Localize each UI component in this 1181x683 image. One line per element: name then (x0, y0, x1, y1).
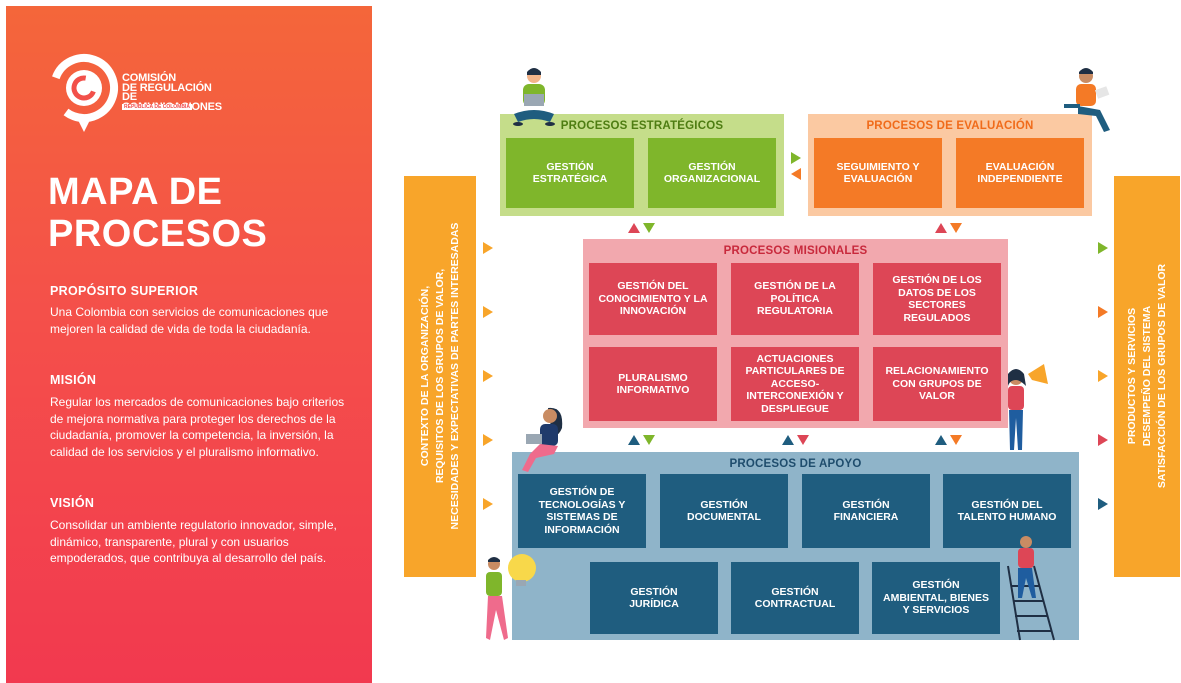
info-panel: COMISIÓN DE REGULACIÓN DE COMUNICACIONES… (6, 6, 372, 683)
proc-evaluacion-independiente[interactable]: EVALUACIÓN INDEPENDIENTE (956, 138, 1084, 208)
apoyo-group: PROCESOS DE APOYO GESTIÓN DE TECNOLOGÍAS… (512, 452, 1079, 640)
input-arrows (483, 242, 493, 510)
outputs-bar: PRODUCTOS Y SERVICIOS DESEMPEÑO DEL SIST… (1114, 176, 1180, 577)
person-sitting-icon (522, 407, 563, 472)
vision-text: Consolidar un ambiente regulatorio innov… (50, 518, 337, 565)
misionales-group: PROCESOS MISIONALES GESTIÓN DEL CONOCIMI… (583, 239, 1008, 428)
proc-contractual[interactable]: GESTIÓN CONTRACTUAL (731, 562, 859, 634)
inputs-bar: CONTEXTO DE LA ORGANIZACIÓN, REQUISITOS … (404, 176, 476, 577)
proc-talento-humano[interactable]: GESTIÓN DEL TALENTO HUMANO (943, 474, 1071, 548)
proc-financiera[interactable]: GESTIÓN FINANCIERA (802, 474, 930, 548)
proc-juridica[interactable]: GESTIÓN JURÍDICA (590, 562, 718, 634)
inputs-bar-text: CONTEXTO DE LA ORGANIZACIÓN, REQUISITOS … (419, 222, 461, 530)
arrow-pair-apoyo-misionales-3 (935, 435, 962, 445)
misionales-title: PROCESOS MISIONALES (723, 245, 868, 257)
proc-gestion-estrategica[interactable]: GESTIÓN ESTRATÉGICA (506, 138, 634, 208)
estrategicos-group: PROCESOS ESTRATÉGICOS GESTIÓN ESTRATÉGIC… (500, 114, 784, 216)
title-line-2: PROCESOS (48, 213, 268, 255)
person-megaphone-icon (1008, 364, 1048, 450)
proc-seguimiento-evaluacion[interactable]: SEGUIMIENTO Y EVALUACIÓN (814, 138, 942, 208)
proc-actuaciones-particulares[interactable]: ACTUACIONES PARTICULARES DE ACCESO- INTE… (731, 347, 859, 421)
proc-gestion-organizacional[interactable]: GESTIÓN ORGANIZACIONAL (648, 138, 776, 208)
page-title: MAPA DE PROCESOS (48, 171, 267, 255)
title-line-1: MAPA DE (48, 171, 223, 213)
proc-documental[interactable]: GESTIÓN DOCUMENTAL (660, 474, 788, 548)
proc-datos-sectores[interactable]: GESTIÓN DE LOS DATOS DE LOS SECTORES REG… (873, 263, 1001, 335)
outputs-bar-text: PRODUCTOS Y SERVICIOS DESEMPEÑO DEL SIST… (1126, 263, 1168, 489)
proc-pluralismo-informativo[interactable]: PLURALISMO INFORMATIVO (589, 347, 717, 421)
estrategicos-title: PROCESOS ESTRATÉGICOS (560, 120, 724, 132)
proposito-text: Una Colombia con servicios de comunicaci… (50, 305, 329, 336)
person-reading-icon (1064, 68, 1110, 132)
arrow-pair-apoyo-misionales-1 (628, 435, 655, 445)
mision-text: Regular los mercados de comunicaciones b… (50, 395, 345, 459)
crc-logo-icon (50, 54, 118, 132)
proc-ambiental-bienes[interactable]: GESTIÓN AMBIENTAL, BIENES Y SERVICIOS (872, 562, 1000, 634)
arrow-pair-apoyo-misionales-2 (782, 435, 809, 445)
output-arrows (1098, 242, 1108, 510)
logo-subtitle: REPÚBLICA DE COLOMBIA (122, 104, 192, 110)
evaluacion-group: PROCESOS DE EVALUACIÓN SEGUIMIENTO Y EVA… (808, 114, 1092, 216)
arrow-pair-estrategicos-misionales (628, 223, 655, 233)
person-lightbulb-icon (486, 554, 536, 640)
proposito-title: PROPÓSITO SUPERIOR (50, 284, 199, 298)
person-ladder-icon (1007, 536, 1055, 641)
vision-title: VISIÓN (50, 496, 95, 510)
proc-relacionamiento[interactable]: RELACIONAMIENTO CON GRUPOS DE VALOR (873, 347, 1001, 421)
proc-tecnologias-sistemas[interactable]: GESTIÓN DE TECNOLOGÍAS Y SISTEMAS DE INF… (518, 474, 646, 548)
proc-politica-regulatoria[interactable]: GESTIÓN DE LA POLÍTICA REGULATORIA (731, 263, 859, 335)
crc-logo: COMISIÓN DE REGULACIÓN DE COMUNICACIONES… (46, 46, 236, 136)
arrow-pair-horizontal (791, 152, 801, 180)
apoyo-title: PROCESOS DE APOYO (729, 458, 862, 470)
arrow-pair-evaluacion-misionales (935, 223, 962, 233)
proc-conocimiento-innovacion[interactable]: GESTIÓN DEL CONOCIMIENTO Y LA INNOVACIÓN (589, 263, 717, 335)
person-laptop-icon (513, 68, 555, 126)
evaluacion-title: PROCESOS DE EVALUACIÓN (866, 120, 1034, 132)
mision-title: MISIÓN (50, 373, 97, 387)
